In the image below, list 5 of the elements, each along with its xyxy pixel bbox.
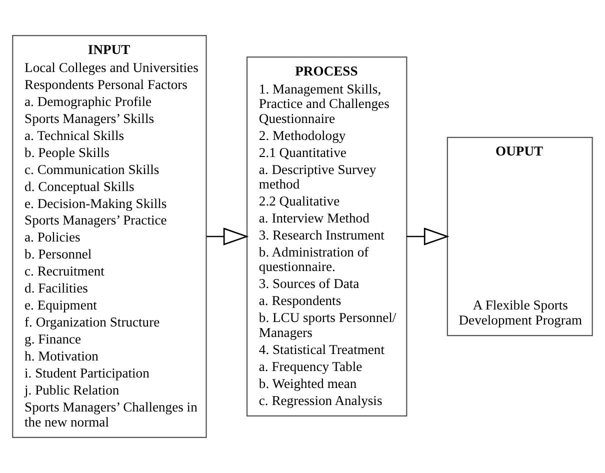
- node-box: OUPUT A Flexible Sports Development Program: [446, 136, 593, 336]
- node-box: INPUT Local Colleges and Universities Respondents Personal Factors a. Demographic Profile Sports Managers’ Skills a. Technical Skills b. People Skills c. Communication Skills d. Conceptual Skills e. Decision-Making Skills Sports Managers’ Practice a. Policies b. Personnel c. Recruitment d. Facilities e. Equipment f. Organization Structure g. Finance h. Motivation i. Student Participation j. Public Relation Sports Managers’ Challenges in the new normal: [12, 34, 207, 438]
- arrow: [406, 228, 450, 246]
- node-box: PROCESS 1. Management Skills, Practice and Challenges Questionnaire 2. Methodology 2.1 Quantitative a. Descriptive Survey method 2.2 Qualitative a. Interview Method 3. Research Instrument b. Administration of questionnaire. 3. Sources of Data a. Respondents b. LCU sports Personnel/ Managers 4. Statistical Treatment a. Frequency Table b. Weighted mean c. Regression Analysis: [246, 56, 408, 417]
- arrow: [206, 228, 249, 246]
